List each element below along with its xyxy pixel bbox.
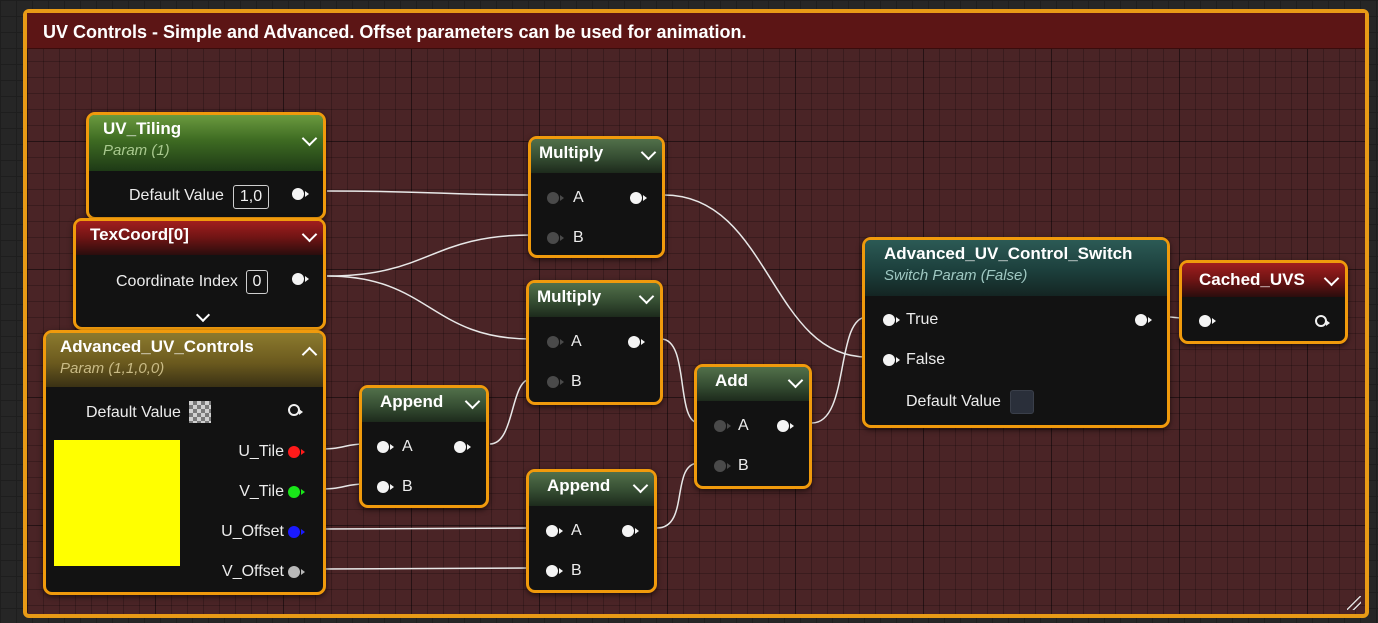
node-multiply-1-header[interactable]: Multiply — [531, 139, 662, 173]
output-pin[interactable] — [628, 336, 645, 348]
output-pin[interactable] — [777, 420, 794, 432]
comment-title[interactable]: UV Controls - Simple and Advanced. Offse… — [27, 13, 1365, 49]
input-pin-b[interactable] — [377, 481, 394, 493]
output-pin[interactable] — [292, 273, 309, 285]
node-multiply-2[interactable]: Multiply A B — [526, 280, 663, 405]
output-pin[interactable] — [454, 441, 471, 453]
node-switch-header[interactable]: Advanced_UV_Control_Switch Switch Param … — [865, 240, 1167, 296]
node-subtitle: Switch Param (False) — [884, 267, 1028, 284]
node-title: Cached_UVS — [1199, 270, 1305, 289]
comment-resize-grip[interactable] — [1347, 596, 1361, 610]
v-offset-pin[interactable] — [288, 566, 305, 578]
node-title: Advanced_UV_Control_Switch — [884, 244, 1133, 263]
input-a-label: A — [571, 522, 582, 539]
node-uv-tiling[interactable]: UV_Tiling Param (1) Default Value 1,0 — [86, 112, 326, 220]
node-subtitle: Param (1) — [103, 142, 170, 159]
node-title: Add — [715, 371, 749, 390]
output-pin[interactable] — [288, 404, 303, 416]
coordinate-index-label: Coordinate Index — [116, 273, 238, 290]
input-a-label: A — [402, 438, 413, 455]
node-title: UV_Tiling — [103, 119, 182, 138]
v-tile-label: V_Tile — [239, 483, 284, 500]
node-texcoord[interactable]: TexCoord[0] Coordinate Index 0 — [73, 218, 326, 330]
input-pin-true[interactable] — [883, 314, 900, 326]
checkerboard-color-swatch[interactable] — [189, 401, 211, 423]
input-b-label: B — [571, 562, 582, 579]
node-append-2-header[interactable]: Append — [529, 472, 654, 506]
input-pin-false[interactable] — [883, 354, 900, 366]
node-append-1-header[interactable]: Append — [362, 388, 486, 422]
output-pin[interactable] — [1315, 315, 1330, 327]
input-a-label: A — [738, 417, 749, 434]
node-title: TexCoord[0] — [90, 225, 189, 244]
node-title: Multiply — [539, 143, 604, 162]
default-value-toggle[interactable] — [1010, 390, 1034, 414]
input-pin-a[interactable] — [547, 192, 564, 204]
input-pin-a[interactable] — [547, 336, 564, 348]
output-pin[interactable] — [630, 192, 647, 204]
node-multiply-1[interactable]: Multiply A B — [528, 136, 665, 258]
node-append-1[interactable]: Append A B — [359, 385, 489, 508]
input-pin-a[interactable] — [377, 441, 394, 453]
node-texcoord-header[interactable]: TexCoord[0] — [76, 221, 323, 255]
coordinate-index-input[interactable]: 0 — [246, 270, 268, 294]
default-value-label: Default Value — [906, 393, 1001, 410]
input-false-label: False — [906, 351, 946, 368]
input-a-label: A — [571, 333, 582, 350]
expand-chevron-icon[interactable] — [195, 307, 211, 323]
node-append-2[interactable]: Append A B — [526, 469, 657, 593]
input-b-label: B — [738, 457, 749, 474]
input-pin-b[interactable] — [547, 232, 564, 244]
input-b-label: B — [573, 229, 584, 246]
node-advanced-uv-controls[interactable]: Advanced_UV_Controls Param (1,1,0,0) Def… — [43, 330, 326, 595]
node-cached-uvs-header[interactable]: Cached_UVS — [1182, 263, 1345, 297]
input-pin-b[interactable] — [547, 376, 564, 388]
node-advanced-uv-controls-header[interactable]: Advanced_UV_Controls Param (1,1,0,0) — [46, 333, 323, 387]
node-cached-uvs[interactable]: Cached_UVS — [1179, 260, 1348, 344]
node-subtitle: Param (1,1,0,0) — [60, 360, 165, 377]
u-offset-pin[interactable] — [288, 526, 305, 538]
node-add-header[interactable]: Add — [697, 367, 809, 401]
input-pin-a[interactable] — [546, 525, 563, 537]
node-title: Advanced_UV_Controls — [60, 337, 254, 356]
u-offset-label: U_Offset — [221, 523, 284, 540]
u-tile-pin[interactable] — [288, 446, 305, 458]
input-pin-a[interactable] — [714, 420, 731, 432]
node-title: Multiply — [537, 287, 602, 306]
input-pin[interactable] — [1199, 315, 1216, 327]
input-b-label: B — [402, 478, 413, 495]
node-add[interactable]: Add A B — [694, 364, 812, 489]
output-pin[interactable] — [622, 525, 639, 537]
node-uv-tiling-header[interactable]: UV_Tiling Param (1) — [89, 115, 323, 171]
u-tile-label: U_Tile — [238, 443, 284, 460]
node-title: Append — [380, 392, 444, 411]
input-a-label: A — [573, 189, 584, 206]
output-pin[interactable] — [1135, 314, 1152, 326]
node-title: Append — [547, 476, 611, 495]
color-preview — [54, 440, 180, 566]
input-true-label: True — [906, 311, 939, 328]
input-b-label: B — [571, 373, 582, 390]
node-advanced-uv-control-switch[interactable]: Advanced_UV_Control_Switch Switch Param … — [862, 237, 1170, 428]
input-pin-b[interactable] — [546, 565, 563, 577]
default-value-input[interactable]: 1,0 — [233, 185, 269, 209]
output-pin[interactable] — [292, 188, 309, 200]
v-tile-pin[interactable] — [288, 486, 305, 498]
default-value-label: Default Value — [86, 404, 181, 421]
node-multiply-2-header[interactable]: Multiply — [529, 283, 660, 317]
v-offset-label: V_Offset — [222, 563, 284, 580]
default-value-label: Default Value — [129, 187, 224, 204]
input-pin-b[interactable] — [714, 460, 731, 472]
